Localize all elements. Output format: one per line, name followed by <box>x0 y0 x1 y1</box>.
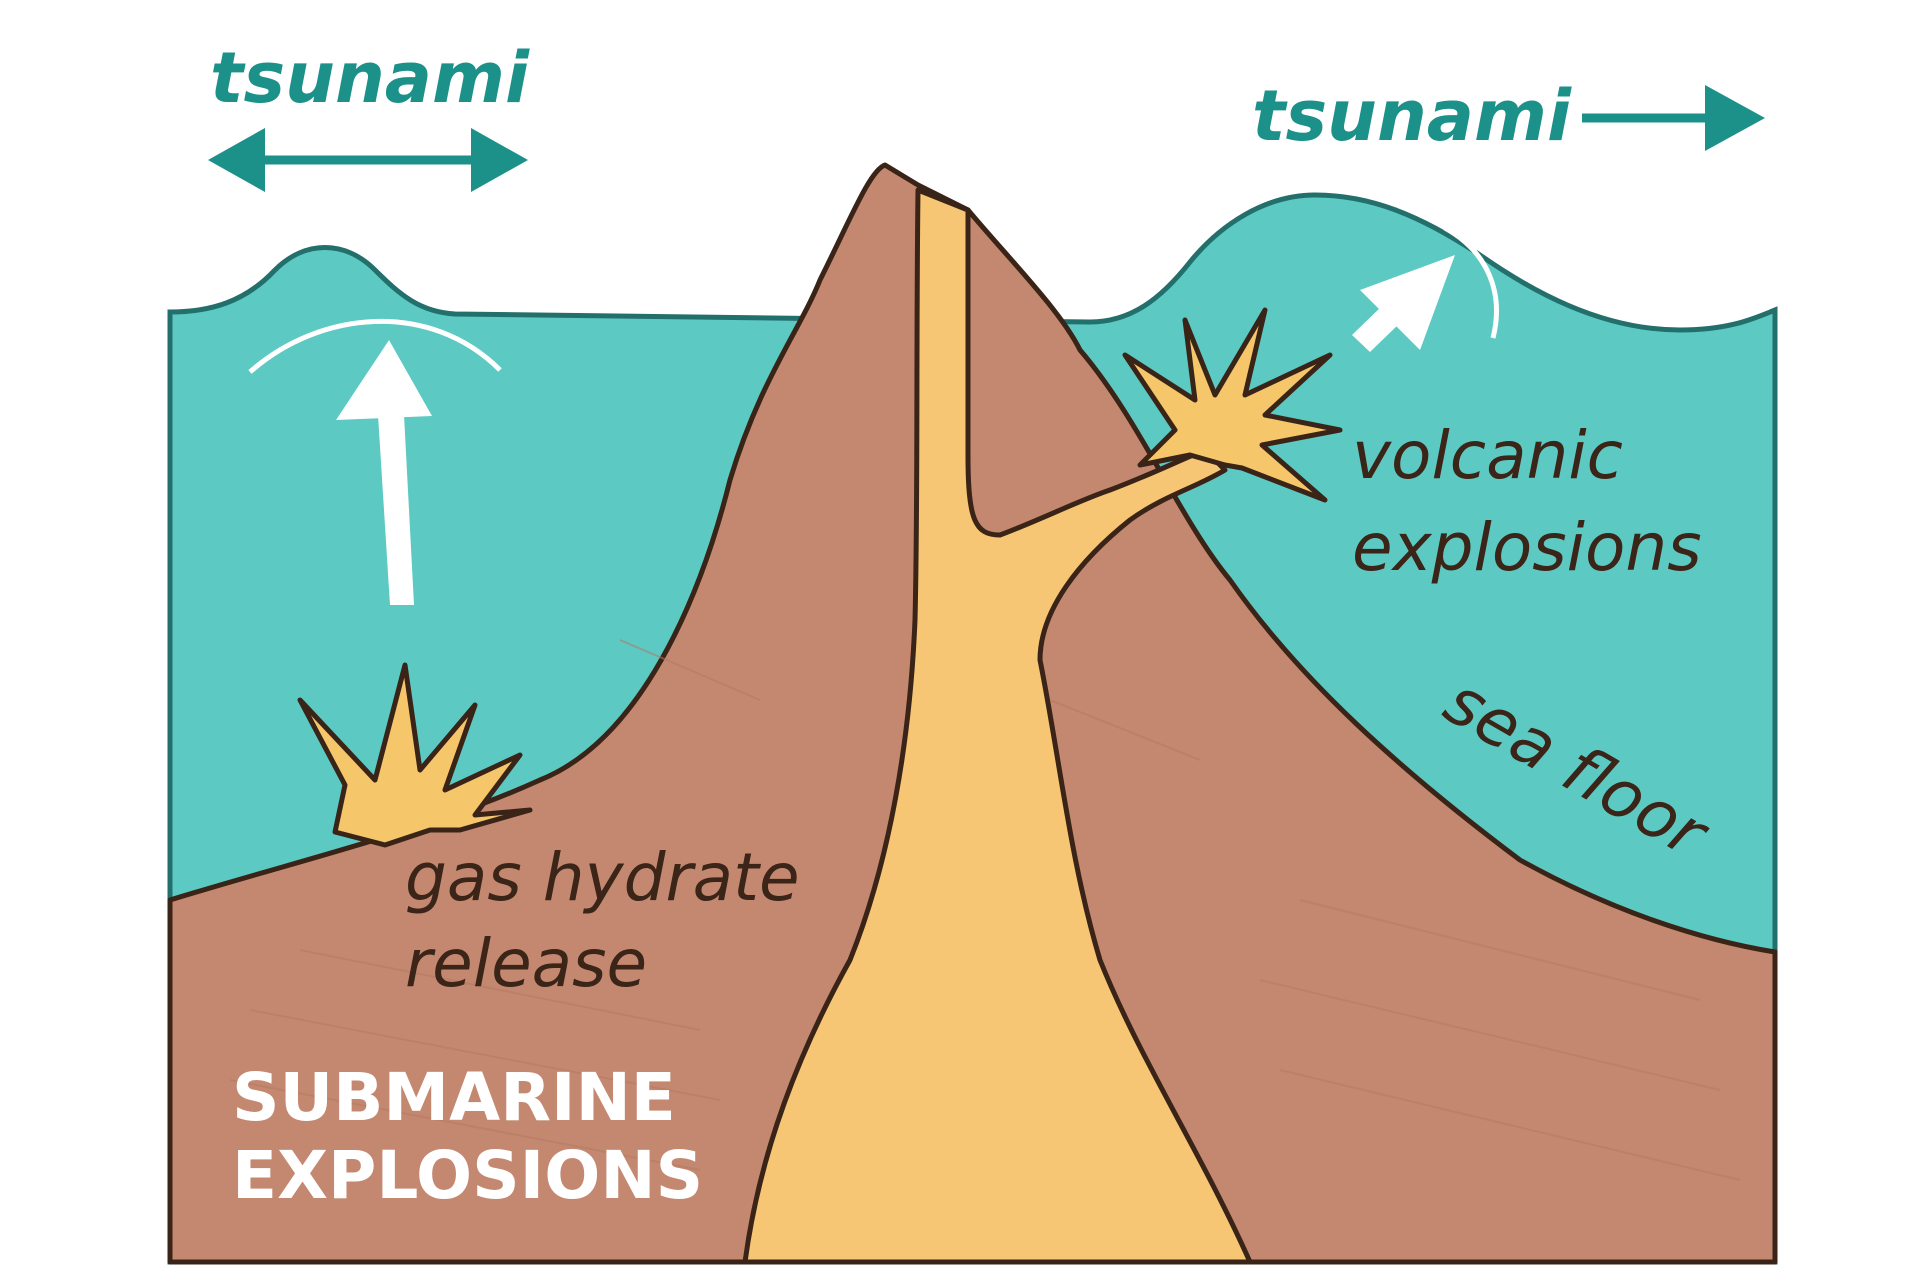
title-line1: SUBMARINE <box>232 1059 676 1136</box>
tsunami-label-right: tsunami <box>1252 75 1572 157</box>
title-line2: EXPLOSIONS <box>232 1137 703 1214</box>
magma-conduit <box>742 187 1253 1265</box>
explosion-burst-icon <box>297 662 533 848</box>
right-arrow-icon <box>1582 85 1765 151</box>
up-arrow-icon <box>336 340 432 605</box>
volcanic-explosions-label-line2: explosions <box>1352 509 1702 586</box>
wave-arc-right <box>1443 225 1499 339</box>
wave-arc-left <box>248 319 502 374</box>
rock-texture <box>229 639 1741 1181</box>
tsunami-label-left: tsunami <box>210 37 530 119</box>
explosion-burst-icon <box>1122 307 1343 503</box>
double-headed-arrow-icon <box>208 128 528 192</box>
diagonal-up-arrow-icon <box>1352 255 1455 352</box>
gas-hydrate-label-line1: gas hydrate <box>405 839 800 916</box>
gas-hydrate-label-line2: release <box>405 925 647 1002</box>
volcanic-explosions-label-line1: volcanic <box>1352 417 1623 494</box>
